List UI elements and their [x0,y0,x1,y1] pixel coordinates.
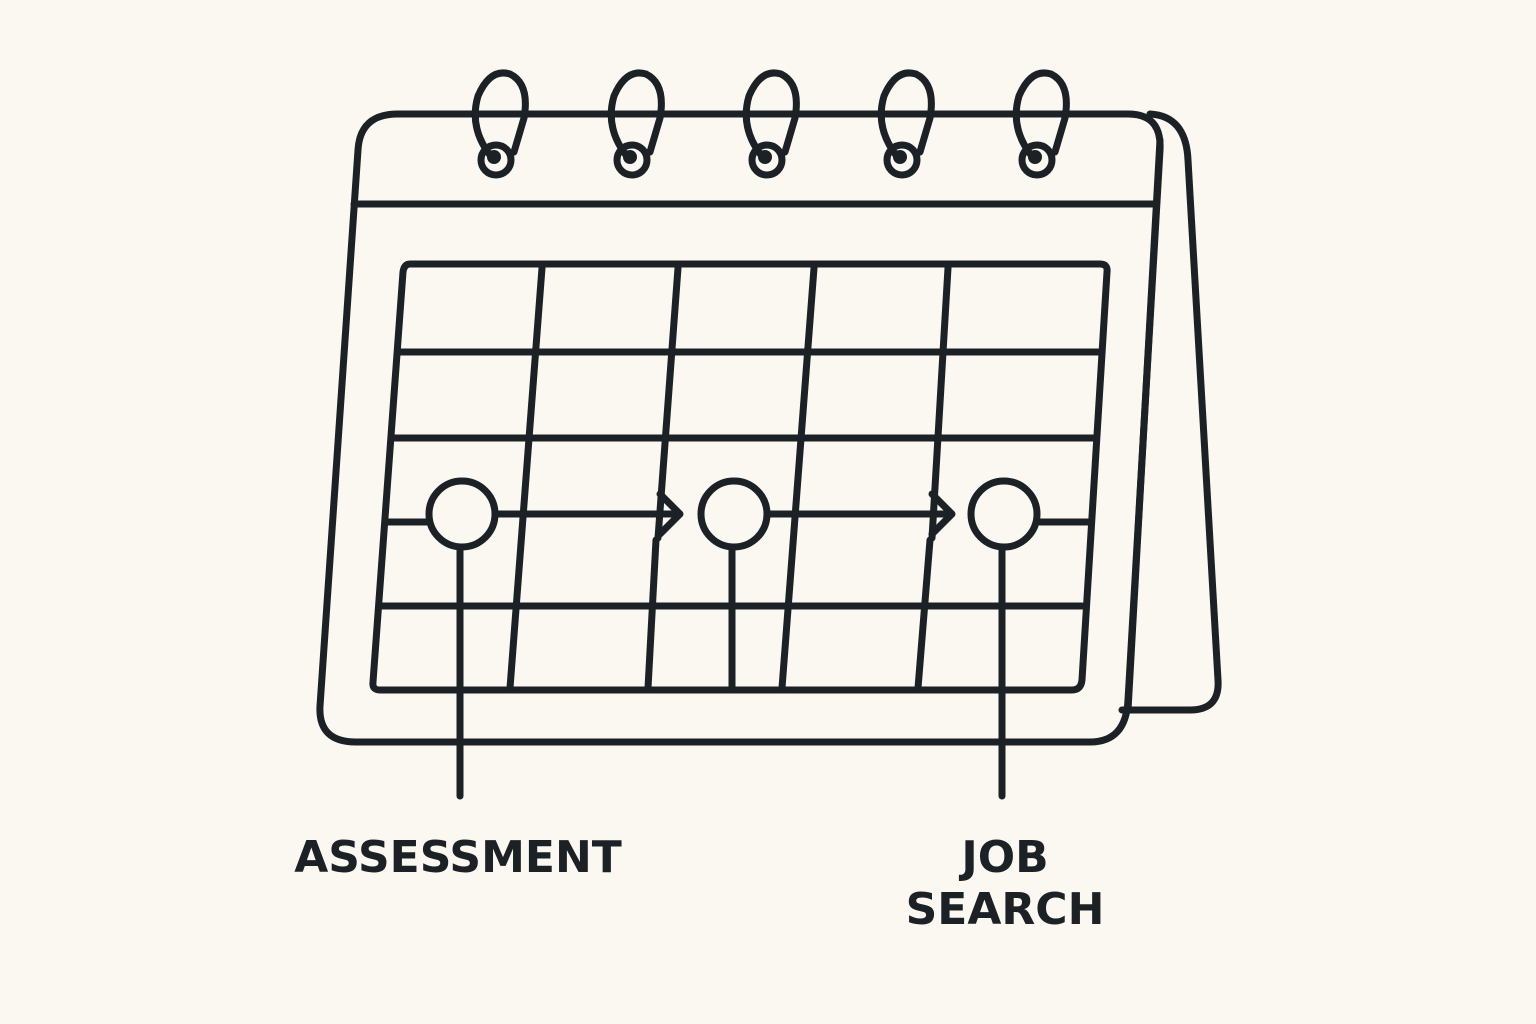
ring-3 [742,69,800,179]
milestone-label-job-line1: JOB [961,832,1049,883]
ring-5 [1012,69,1070,179]
ring-1 [471,69,529,179]
grid-col-line-1 [506,264,546,692]
grid-frame [369,260,1111,694]
circle-node-icon [425,477,499,551]
calendar-grid [369,260,1111,694]
grid-col-line-4b [914,536,934,692]
grid-col-line-3 [778,264,818,692]
desk-calendar-icon [316,110,1164,746]
timeline-arrows [492,490,956,538]
grid-col-line-2b [644,536,660,692]
milestone-3 [967,477,1041,800]
ring-2 [607,69,665,179]
circle-node-icon [697,477,771,551]
milestone-label-job-search: JOB SEARCH [850,832,1160,936]
milestone-label-assessment: ASSESSMENT [294,832,622,883]
arrow-right-icon [928,490,956,538]
milestone-2 [697,477,771,692]
calendar-back-page [1118,110,1222,714]
milestone-1 [425,477,499,800]
spiral-ring-icon [471,69,1070,179]
circle-node-icon [967,477,1041,551]
arrow-right-icon [656,490,684,538]
milestone-label-job-line2: SEARCH [905,884,1105,935]
ring-4 [877,69,935,179]
